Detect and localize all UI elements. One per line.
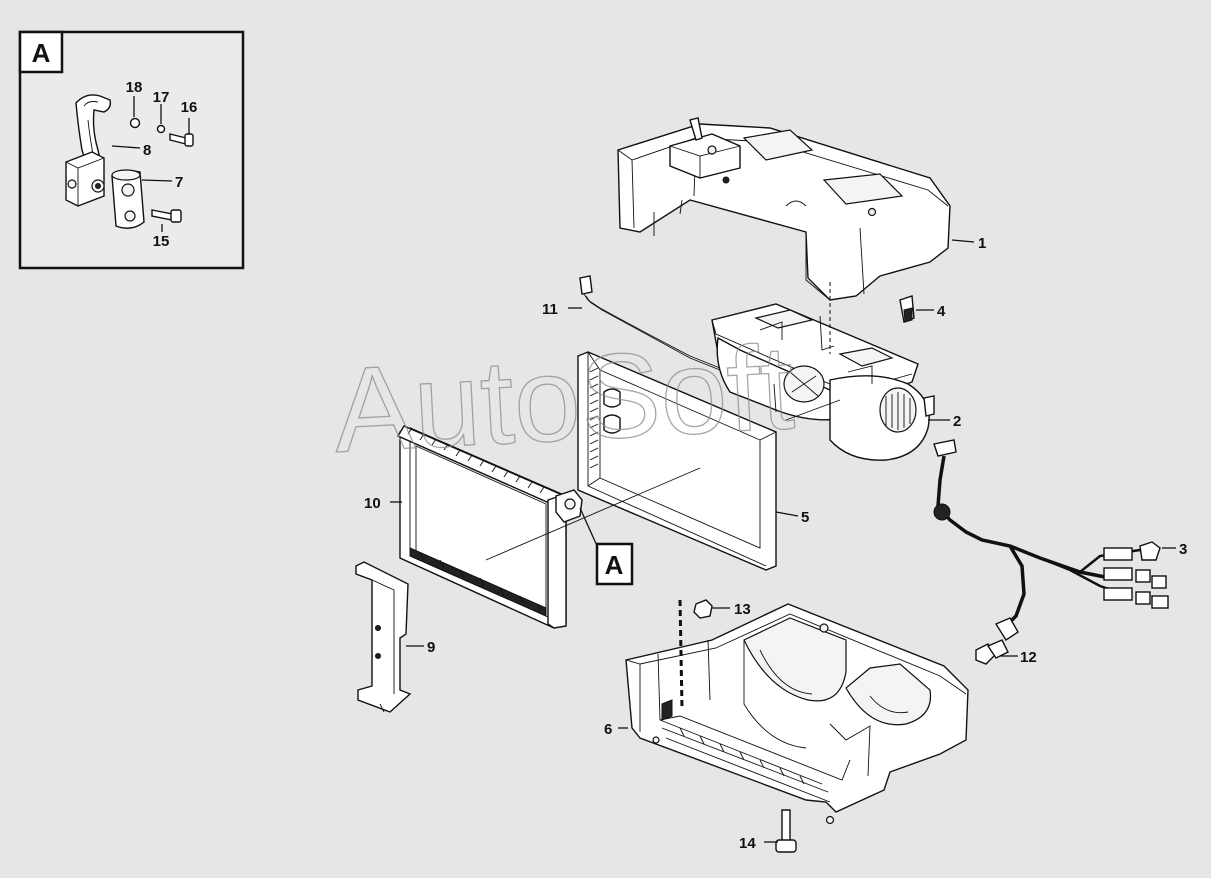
callout-3: 3 [1179, 541, 1187, 558]
callout-14: 14 [739, 835, 756, 852]
callout-15: 15 [153, 233, 170, 250]
expansion-valve [111, 169, 145, 229]
clip-4 [899, 295, 915, 323]
callout-17: 17 [153, 89, 170, 106]
pressure-switch [975, 639, 1009, 665]
callout-9: 9 [427, 639, 435, 656]
refrigerant-pipe [65, 94, 112, 207]
upper-housing [617, 117, 951, 301]
detail-inset-a: A [18, 30, 245, 270]
detail-callout-a: A [579, 507, 634, 586]
callout-11: 11 [542, 301, 558, 318]
callout-7: 7 [175, 174, 183, 191]
nut-13 [693, 599, 713, 619]
callout-2: 2 [953, 413, 961, 430]
callout-10: 10 [364, 495, 381, 512]
callout-box-label: A [605, 550, 624, 580]
wiring-harness [933, 439, 1169, 641]
o-ring-17 [156, 124, 166, 134]
callout-5: 5 [801, 509, 809, 526]
callout-12: 12 [1020, 649, 1037, 666]
blower-assembly [711, 303, 935, 461]
watermark: AutoSoft [330, 320, 797, 478]
bolt-15 [151, 209, 182, 223]
screw-14 [775, 809, 797, 853]
callout-16: 16 [181, 99, 198, 116]
heater-core [577, 351, 777, 571]
washer-18 [129, 117, 141, 129]
callout-8: 8 [143, 142, 151, 159]
callout-4: 4 [937, 303, 946, 320]
lower-housing [625, 603, 969, 825]
inset-label: A [32, 38, 51, 68]
mounting-bracket [355, 561, 412, 713]
evaporator [396, 425, 583, 629]
callout-13: 13 [734, 601, 751, 618]
callout-6: 6 [604, 721, 612, 738]
bolt-16 [169, 133, 194, 147]
callout-18: 18 [126, 79, 143, 96]
temperature-sensor [579, 275, 721, 371]
callout-1: 1 [978, 235, 986, 252]
